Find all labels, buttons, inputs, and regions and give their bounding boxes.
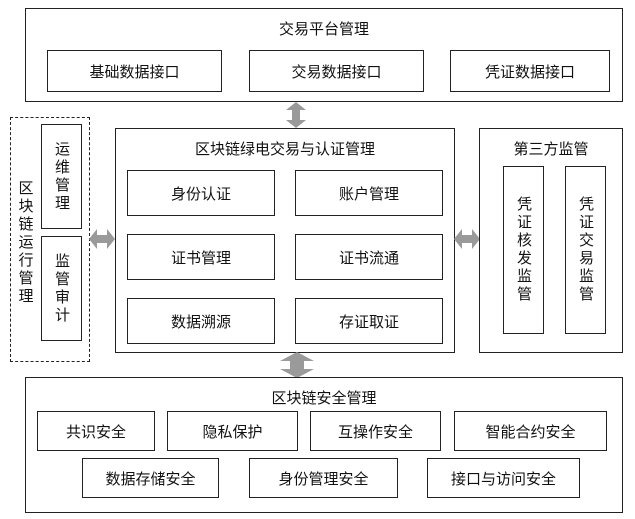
data-storage-security-box: 数据存储安全 bbox=[82, 458, 219, 498]
voucher-data-interface: 凭证数据接口 bbox=[450, 50, 610, 92]
voucher-trade-supervision-box: 凭证交易监管 bbox=[565, 166, 606, 334]
cert-circulation-box: 证书流通 bbox=[295, 234, 443, 280]
updown-arrow-top bbox=[286, 102, 306, 128]
identity-auth-box: 身份认证 bbox=[127, 170, 275, 216]
consensus-security-box: 共识安全 bbox=[37, 411, 155, 451]
smart-contract-security-box: 智能合约安全 bbox=[454, 411, 607, 451]
ops-maintenance-box: 运维管理 bbox=[41, 124, 82, 229]
third-party-title: 第三方监管 bbox=[513, 140, 589, 158]
security-title: 区块链安全管理 bbox=[271, 389, 377, 407]
basic-data-interface: 基础数据接口 bbox=[47, 50, 222, 92]
leftright-arrow-right bbox=[454, 229, 480, 249]
data-tracing-box: 数据溯源 bbox=[127, 298, 275, 344]
ops-audit-box: 监管审计 bbox=[41, 236, 82, 341]
blockchain-ops-title: 区块链运行管理 bbox=[16, 179, 35, 306]
trade-data-interface: 交易数据接口 bbox=[249, 50, 424, 92]
trading-platform-title: 交易平台管理 bbox=[278, 20, 369, 38]
interface-access-security-box: 接口与访问安全 bbox=[427, 458, 580, 498]
leftright-arrow-left bbox=[89, 229, 115, 249]
core-management-title: 区块链绿电交易与认证管理 bbox=[194, 140, 375, 158]
cert-mgmt-box: 证书管理 bbox=[127, 234, 275, 280]
interop-security-box: 互操作安全 bbox=[310, 411, 441, 451]
identity-mgmt-security-box: 身份管理安全 bbox=[249, 458, 398, 498]
privacy-protection-box: 隐私保护 bbox=[167, 411, 298, 451]
evidence-box: 存证取证 bbox=[295, 298, 443, 344]
voucher-issue-supervision-box: 凭证核发监管 bbox=[503, 166, 544, 334]
account-mgmt-box: 账户管理 bbox=[295, 170, 443, 216]
updown-arrow-bottom bbox=[280, 352, 314, 378]
